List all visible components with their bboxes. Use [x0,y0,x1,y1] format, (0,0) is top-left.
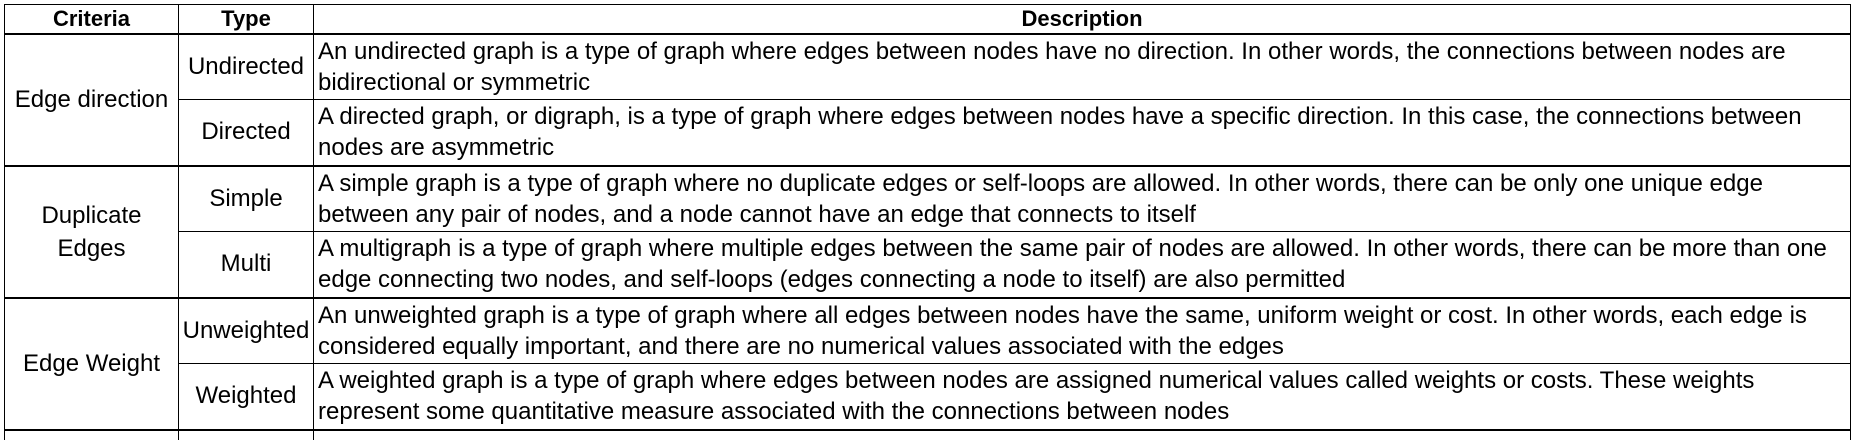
description-cell-directed: A directed graph, or digraph, is a type … [313,99,1851,166]
description-cell-unweighted: An unweighted graph is a type of graph w… [313,296,1851,364]
table-row: Multi A multigraph is a type of graph wh… [5,231,1851,298]
criteria-cell-duplicate-edges: Duplicate Edges [4,164,179,298]
empty-cell [178,428,314,440]
empty-cell [4,428,179,440]
table-row: Edge direction Undirected An undirected … [4,32,1851,166]
table-body: Edge direction Undirected An undirected … [4,32,1851,440]
empty-cell [313,428,1851,440]
type-cell-weighted: Weighted [178,363,314,430]
graph-types-table: Criteria Type Description Edge direction… [4,4,1851,440]
type-cell-unweighted: Unweighted [178,296,314,364]
type-cell-simple: Simple [178,164,314,232]
criteria-cell-edge-direction: Edge direction [4,32,179,166]
table-row: Weighted A weighted graph is a type of g… [5,363,1851,430]
header-criteria: Criteria [4,4,179,34]
description-cell-weighted: A weighted graph is a type of graph wher… [313,363,1851,430]
type-cell-directed: Directed [178,99,314,166]
table-row: Duplicate Edges Simple A simple graph is… [4,164,1851,298]
criteria-cell-edge-weight: Edge Weight [4,296,179,430]
table-row: Edge Weight Unweighted An unweighted gra… [4,296,1851,430]
header-type: Type [178,4,314,34]
header-description: Description [313,4,1851,34]
table-row: Directed A directed graph, or digraph, i… [5,99,1851,166]
description-cell-multi: A multigraph is a type of graph where mu… [313,231,1851,298]
description-cell-undirected: An undirected graph is a type of graph w… [313,32,1851,100]
table-container: Criteria Type Description Edge direction… [4,4,1851,440]
description-cell-simple: A simple graph is a type of graph where … [313,164,1851,232]
type-cell-multi: Multi [178,231,314,298]
header-row: Criteria Type Description [4,4,1851,34]
type-cell-undirected: Undirected [178,32,314,100]
table-header: Criteria Type Description [4,4,1851,34]
table-row-partial [4,428,1851,440]
